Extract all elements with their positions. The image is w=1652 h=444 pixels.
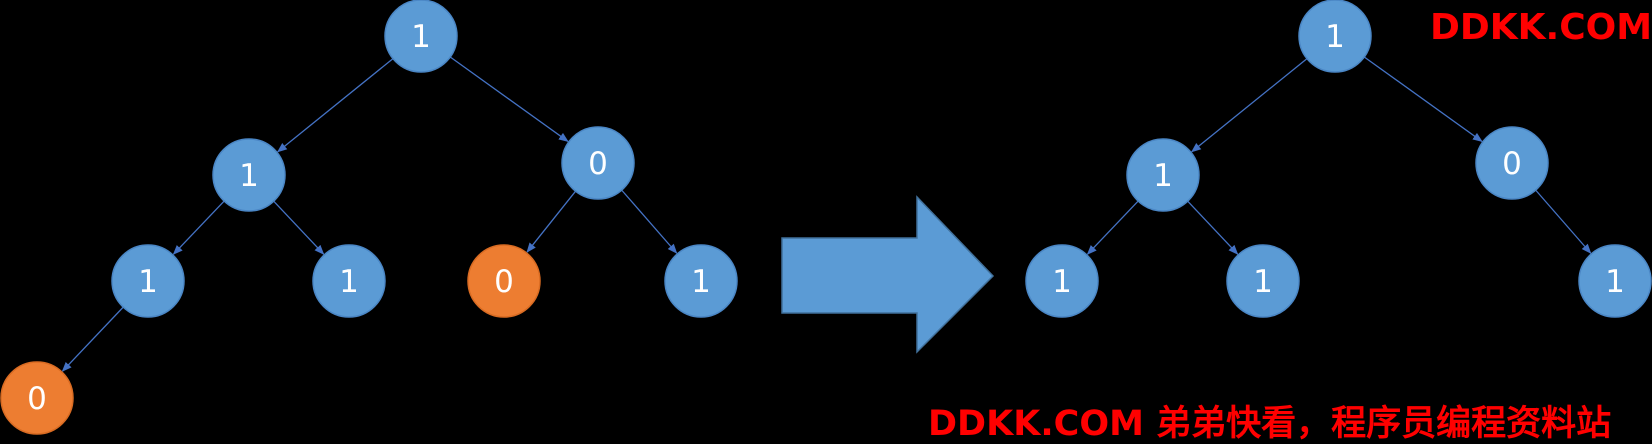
after-node-value: 1 [1253, 264, 1273, 300]
before-node-circle [312, 244, 386, 318]
before-edge-c-f [526, 190, 577, 253]
before-node-g: 1 [664, 244, 738, 318]
after-node-e: 1 [1226, 244, 1300, 318]
before-edge-d-h [61, 306, 124, 372]
after-node-value: 1 [1325, 19, 1345, 55]
after-edge-a-b [1190, 58, 1308, 153]
after-edge-c-g [1535, 189, 1592, 254]
before-edge-b-e [273, 200, 325, 255]
before-node-value: 1 [339, 264, 359, 300]
before-node-circle [384, 0, 458, 73]
before-node-value: 0 [588, 146, 608, 182]
before-node-circle [0, 361, 74, 435]
before-node-b: 1 [212, 138, 286, 212]
watermark-bottom: DDKK.COM 弟弟快看，程序员编程资料站 [928, 404, 1612, 444]
before-node-circle [664, 244, 738, 318]
after-tree-edges [1086, 56, 1592, 255]
after-node-circle [1226, 244, 1300, 318]
after-node-value: 1 [1052, 264, 1072, 300]
after-tree-nodes: 1 1 0 1 1 1 [1025, 0, 1652, 318]
after-node-circle [1298, 0, 1372, 73]
after-node-circle [1578, 244, 1652, 318]
before-node-value: 1 [138, 264, 158, 300]
after-node-value: 0 [1502, 146, 1522, 182]
after-node-a: 1 [1298, 0, 1372, 73]
before-node-circle [467, 244, 541, 318]
after-node-c: 0 [1475, 126, 1549, 200]
before-node-h: 0 [0, 361, 74, 435]
before-node-value: 0 [494, 264, 514, 300]
before-tree-edges [61, 56, 678, 372]
before-node-c: 0 [561, 126, 635, 200]
after-node-d: 1 [1025, 244, 1099, 318]
before-node-a: 1 [384, 0, 458, 73]
after-edge-a-c [1363, 56, 1483, 143]
before-edge-b-d [172, 200, 225, 255]
before-node-circle [561, 126, 635, 200]
before-edge-a-b [276, 58, 394, 153]
after-node-b: 1 [1126, 138, 1200, 212]
transform-arrow-icon [781, 195, 995, 354]
watermark-top: DDKK.COM [1430, 7, 1652, 48]
after-edge-b-d [1086, 200, 1139, 255]
before-edge-c-g [621, 189, 678, 254]
before-node-circle [212, 138, 286, 212]
before-edge-a-c [449, 56, 569, 143]
after-node-circle [1126, 138, 1200, 212]
before-tree-nodes: 1 1 0 1 1 0 1 0 [0, 0, 738, 435]
after-edge-b-e [1187, 200, 1239, 255]
before-node-value: 1 [691, 264, 711, 300]
before-node-e: 1 [312, 244, 386, 318]
before-node-value: 1 [411, 19, 431, 55]
before-node-circle [111, 244, 185, 318]
after-node-circle [1475, 126, 1549, 200]
before-node-d: 1 [111, 244, 185, 318]
after-node-value: 1 [1605, 264, 1625, 300]
before-node-f: 0 [467, 244, 541, 318]
after-node-g: 1 [1578, 244, 1652, 318]
before-node-value: 0 [27, 381, 47, 417]
before-node-value: 1 [239, 158, 259, 194]
after-node-value: 1 [1153, 158, 1173, 194]
after-node-circle [1025, 244, 1099, 318]
